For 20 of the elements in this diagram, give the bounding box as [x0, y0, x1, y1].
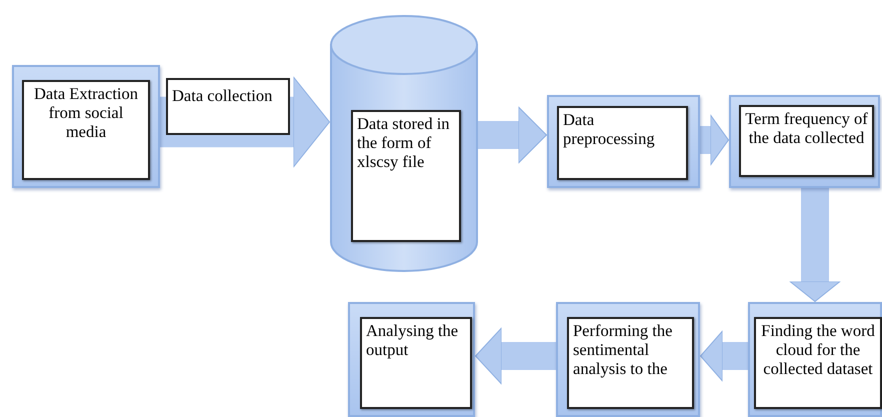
block-arrow: [160, 76, 330, 168]
step-panel: [12, 65, 160, 188]
step-panel: [556, 302, 700, 417]
block-arrow: [700, 114, 729, 166]
block-arrow: [790, 188, 840, 302]
process-box: Term frequency of the data collected: [739, 105, 874, 177]
process-box: Finding the word cloud for the collected dataset: [754, 317, 882, 409]
process-box: Data Extraction from social media: [22, 80, 150, 180]
step-panel: [348, 302, 475, 417]
process-box: Analysing the output: [360, 317, 472, 409]
step-panel: [748, 302, 882, 417]
block-arrow: [700, 330, 748, 382]
step-panel: [729, 95, 880, 188]
process-box: Data preprocessing: [557, 106, 688, 180]
process-box: Performing the sentimental analysis to the: [567, 317, 694, 409]
step-panel: [547, 95, 700, 188]
block-arrow: [475, 328, 556, 384]
block-arrow: [478, 106, 547, 164]
process-box: Data stored in the form of xlscsy file: [351, 110, 461, 242]
edge-label: Data collection: [166, 78, 290, 135]
